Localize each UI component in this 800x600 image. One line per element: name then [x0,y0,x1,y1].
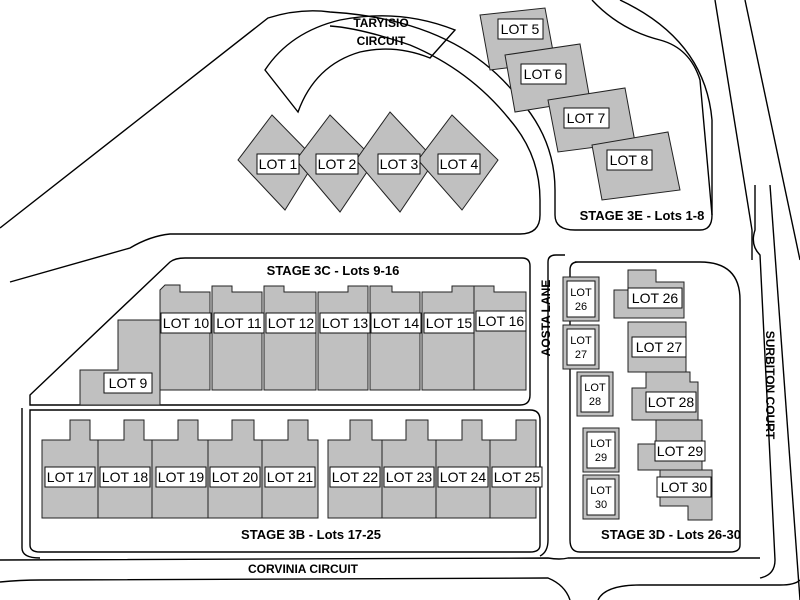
lot-18-label: LOT 18 [102,469,149,485]
lot-14-label: LOT 14 [373,315,420,331]
lot-15-building [421,285,475,391]
lot-26-label: LOT 26 [632,290,679,306]
lot-23-label: LOT 23 [386,469,433,485]
lot-9-label: LOT 9 [109,375,148,391]
stage-3c-label: STAGE 3C - Lots 9-16 [267,263,400,278]
lot-7-label: LOT 7 [567,110,606,126]
lot-12-label: LOT 12 [268,315,315,331]
lot-2-label: LOT 2 [318,156,357,172]
aosta-lane-label: AOSTA LANE [539,280,553,357]
taryisio-circuit-label-line2: CIRCUIT [357,34,406,48]
lot-19-label: LOT 19 [158,469,205,485]
lot-5-label: LOT 5 [501,21,540,37]
lot-17-label: LOT 17 [47,469,94,485]
lot-10-building [159,284,211,391]
lot-25-label: LOT 25 [494,469,541,485]
lot-13-building [317,285,369,391]
lot-28-small-label-num: 28 [589,396,601,408]
lot-29-small-label-num: 29 [595,452,607,464]
lot-22-label: LOT 22 [332,469,379,485]
lot-28-label: LOT 28 [648,394,695,410]
lot-21-label: LOT 21 [267,469,314,485]
taryisio-circuit-label-line1: TARYISIO [353,16,408,30]
lot-14-building [369,285,421,391]
lot-30-small-label-top: LOT [590,485,612,497]
lot-27-small-label-num: 27 [575,349,587,361]
lot-12-building [263,285,317,391]
lot-3-label: LOT 3 [380,156,419,172]
lot-30-label: LOT 30 [661,479,708,495]
lot-1-label: LOT 1 [259,156,298,172]
lot-29-label: LOT 29 [657,443,704,459]
lot-15-label: LOT 15 [426,315,473,331]
lot-29-small-label-top: LOT [590,438,612,450]
lot-27-label: LOT 27 [636,339,683,355]
stage-labels: STAGE 3E - Lots 1-8 STAGE 3C - Lots 9-16… [241,208,741,542]
lot-26-small-label-top: LOT [570,287,592,299]
lot-13-label: LOT 13 [322,315,369,331]
lot-4-label: LOT 4 [440,156,479,172]
corvinia-circuit-label: CORVINIA CIRCUIT [248,562,359,576]
lot-11-building [211,285,263,391]
lot-11-label: LOT 11 [216,315,262,331]
lot-30-small-label-num: 30 [595,499,607,511]
stage-3c-lots [79,284,527,406]
lot-labels: LOT 1 LOT 2 LOT 3 LOT 4 LOT 5 LOT 6 LOT … [44,18,712,516]
lot-16-building [473,285,527,391]
lot-24-label: LOT 24 [440,469,487,485]
lot-6-label: LOT 6 [524,66,563,82]
lot-28-small-label-top: LOT [584,382,606,394]
surbiton-court-label: SURBITON COURT [763,331,777,440]
lot-26-small-label-num: 26 [575,301,587,313]
lot-27-small-label-top: LOT [570,335,592,347]
stage-3e-label: STAGE 3E - Lots 1-8 [580,208,705,223]
street-labels: TARYISIO CIRCUIT CORVINIA CIRCUIT AOSTA … [248,16,777,576]
stage-3b-label: STAGE 3B - Lots 17-25 [241,527,381,542]
stage-3e-lots [237,7,681,213]
lot-8-label: LOT 8 [610,152,649,168]
stage-3d-label: STAGE 3D - Lots 26-30 [601,527,741,542]
lot-20-label: LOT 20 [212,469,259,485]
lot-10-label: LOT 10 [163,315,210,331]
lot-16-label: LOT 16 [478,313,525,329]
